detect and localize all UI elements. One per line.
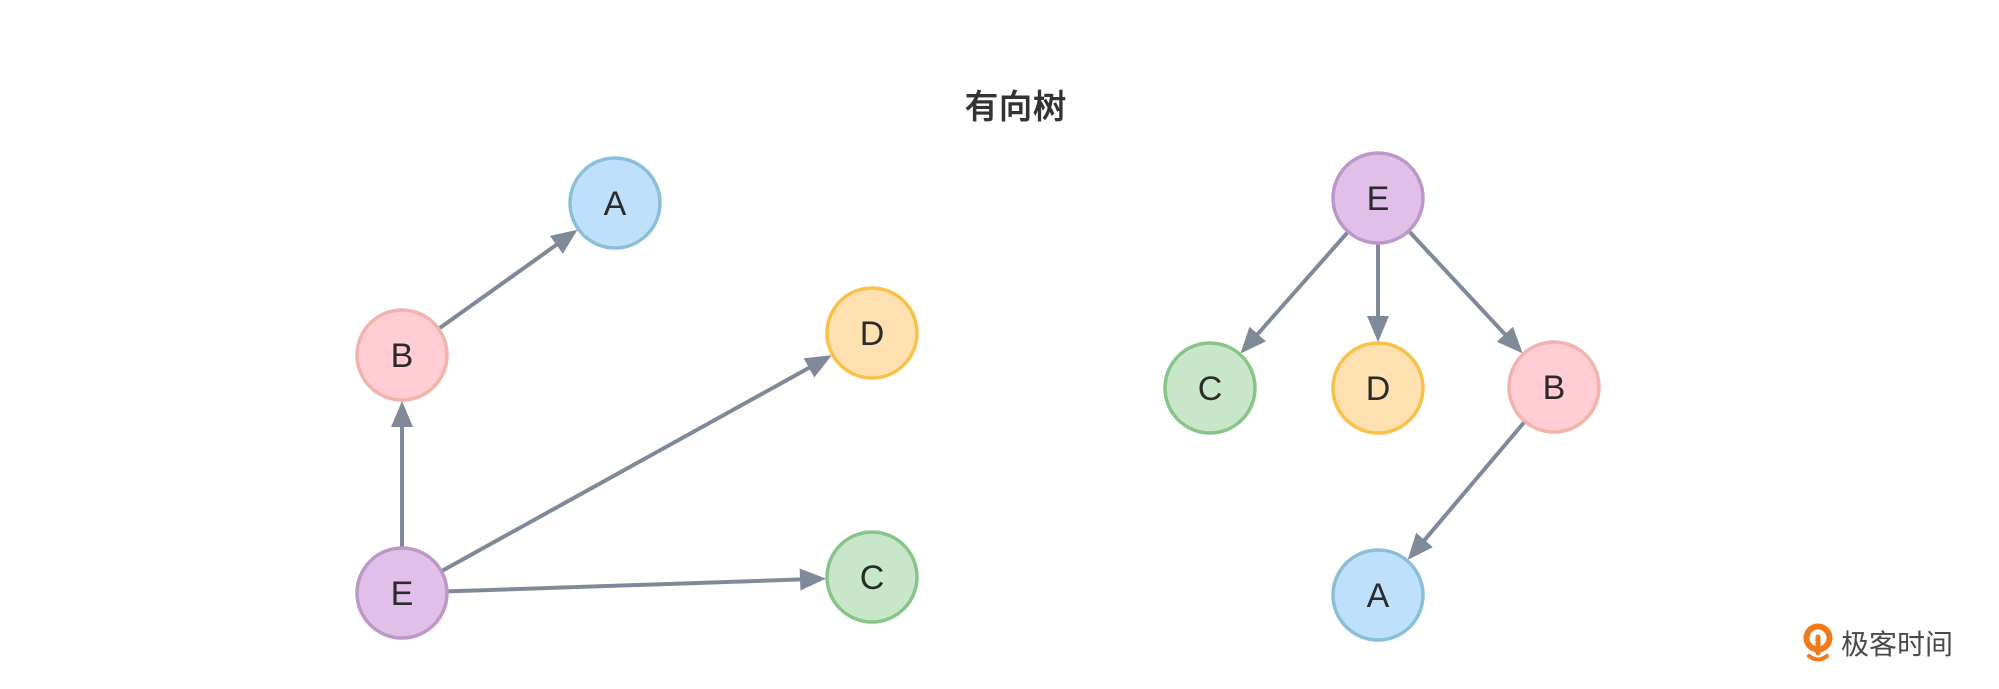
- node-circle: [1331, 151, 1425, 245]
- arrowhead-icon: [803, 355, 832, 378]
- node-E: E: [355, 546, 449, 640]
- node-C: C: [825, 530, 919, 624]
- node-label: B: [1543, 369, 1566, 407]
- node-B: B: [1507, 340, 1601, 434]
- geektime-logo-icon: [1803, 623, 1833, 662]
- node-circle: [1331, 341, 1425, 435]
- node-circle: [1507, 340, 1601, 434]
- arrowhead-icon: [799, 568, 827, 591]
- edge-line: [447, 577, 803, 594]
- node-circle: [355, 546, 449, 640]
- node-label: D: [860, 315, 885, 353]
- node-circle: [825, 530, 919, 624]
- right-tree-nodes: E C D B A: [1163, 151, 1601, 642]
- node-label: C: [860, 559, 885, 597]
- arrowhead-icon: [550, 229, 578, 254]
- edge-B-to-A: [438, 229, 578, 330]
- edge-E-to-B: [391, 401, 413, 547]
- diagram-title: 有向树: [965, 87, 1067, 126]
- edge-B-to-A: [1407, 420, 1526, 560]
- edge-E-to-D: [1367, 244, 1389, 342]
- node-label: A: [604, 185, 627, 223]
- left-graph-nodes: A B D E C: [355, 156, 919, 640]
- edge-line: [441, 365, 812, 573]
- edge-line: [438, 242, 560, 330]
- node-circle: [568, 156, 662, 250]
- node-circle: [355, 308, 449, 402]
- node-label: E: [1367, 180, 1390, 218]
- logo-text: 极客时间: [1841, 628, 1954, 661]
- node-circle: [825, 286, 919, 380]
- node-label: E: [391, 575, 414, 613]
- node-A: A: [1331, 548, 1425, 642]
- left-graph-edges: [391, 229, 832, 594]
- edge-line: [1254, 231, 1350, 337]
- node-circle: [1163, 341, 1257, 435]
- edges-layer: [391, 229, 1526, 594]
- node-label: D: [1366, 370, 1391, 408]
- edge-E-to-B: [1407, 230, 1523, 354]
- node-label: B: [391, 337, 414, 375]
- arrowhead-icon: [1407, 532, 1433, 560]
- edge-E-to-D: [441, 355, 832, 573]
- node-C: C: [1163, 341, 1257, 435]
- node-B: B: [355, 308, 449, 402]
- node-E: E: [1331, 151, 1425, 245]
- edge-E-to-C: [1240, 231, 1350, 354]
- node-label: C: [1198, 370, 1223, 408]
- node-A: A: [568, 156, 662, 250]
- right-tree-edges: [1240, 230, 1526, 560]
- arrowhead-icon: [1367, 316, 1389, 342]
- node-circle: [1331, 548, 1425, 642]
- node-D: D: [825, 286, 919, 380]
- nodes-layer: A B D E C E C D B A: [355, 151, 1601, 642]
- arrowhead-icon: [1240, 326, 1266, 354]
- edge-E-to-C: [447, 568, 827, 594]
- edge-line: [1407, 230, 1508, 338]
- node-D: D: [1331, 341, 1425, 435]
- edge-line: [1421, 420, 1526, 543]
- geektime-logo: 极客时间: [1803, 622, 1953, 664]
- arrowhead-icon: [391, 401, 413, 427]
- node-label: A: [1367, 577, 1390, 615]
- arrowhead-icon: [1496, 326, 1523, 354]
